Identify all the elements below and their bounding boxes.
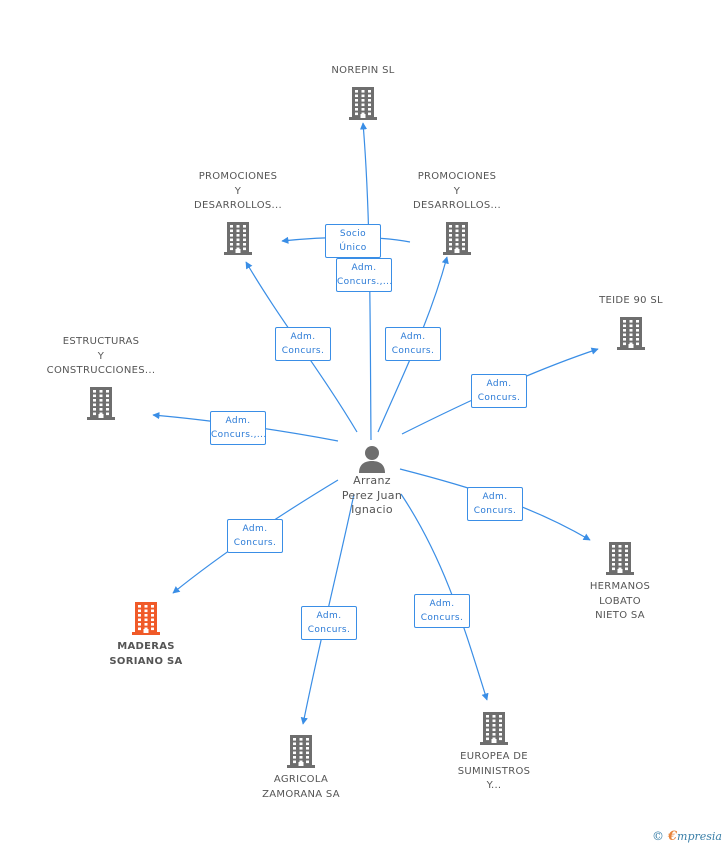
center-name-line: Ignacio bbox=[351, 503, 393, 516]
relation-label-estructuras[interactable]: Adm. Concurs.,... bbox=[210, 411, 266, 445]
building-icon bbox=[132, 602, 160, 635]
company-name-line: Y bbox=[234, 185, 242, 197]
company-node-maderas[interactable]: MADERAS SORIANO SA bbox=[81, 600, 211, 669]
company-name: TEIDE 90 SL bbox=[566, 294, 696, 309]
relation-label-norepin[interactable]: Adm. Concurs.,... bbox=[336, 258, 392, 292]
company-name-line: DESARROLLOS... bbox=[413, 200, 501, 211]
company-name: ESTRUCTURAS Y CONSTRUCCIONES... bbox=[36, 335, 166, 379]
company-name-line: PROMOCIONES bbox=[198, 171, 278, 182]
building-icon bbox=[480, 712, 508, 745]
relation-label-line: Concurs. bbox=[477, 393, 521, 403]
relation-label-europea[interactable]: Adm. Concurs. bbox=[414, 594, 470, 628]
building-icon bbox=[606, 542, 634, 575]
company-name-line: TEIDE 90 SL bbox=[599, 295, 663, 306]
center-name-line: Arranz bbox=[353, 474, 391, 487]
building-icon bbox=[87, 386, 115, 420]
company-name-line: HERMANOS bbox=[589, 581, 651, 592]
company-node-norepin[interactable]: NOREPIN SL bbox=[298, 64, 428, 121]
company-name-line: PROMOCIONES bbox=[417, 171, 497, 182]
relation-label-hermanos[interactable]: Adm. Concurs. bbox=[467, 487, 523, 521]
center-person-name: Arranz Perez Juan Ignacio bbox=[307, 474, 437, 518]
company-name-line: ZAMORANA SA bbox=[262, 788, 340, 800]
center-person[interactable]: Arranz Perez Juan Ignacio bbox=[307, 444, 437, 518]
relation-label-line: Adm. bbox=[486, 379, 512, 389]
company-name-line: NOREPIN SL bbox=[331, 65, 395, 76]
company-name: AGRICOLA ZAMORANA SA bbox=[236, 773, 366, 802]
relation-label-line: Concurs.,... bbox=[211, 430, 267, 440]
company-name: PROMOCIONES Y DESARROLLOS... bbox=[392, 170, 522, 214]
company-name-line: Y bbox=[453, 185, 461, 197]
relation-label-line: Concurs. bbox=[233, 538, 277, 548]
relation-label-line: Adm. bbox=[225, 416, 251, 426]
relation-label-line: Concurs. bbox=[473, 506, 517, 516]
company-name-line: ESTRUCTURAS bbox=[62, 336, 140, 347]
company-node-estructuras[interactable]: ESTRUCTURAS Y CONSTRUCCIONES... bbox=[36, 335, 166, 421]
company-name-line: EUROPEA DE bbox=[460, 751, 528, 762]
relation-label-line: Concurs. bbox=[281, 346, 325, 356]
company-name: PROMOCIONES Y DESARROLLOS... bbox=[173, 170, 303, 214]
relation-label-line: Concurs. bbox=[420, 613, 464, 623]
company-name-line: SORIANO SA bbox=[109, 655, 183, 667]
relation-label-line: Concurs. bbox=[307, 625, 351, 635]
relation-label-line: Adm. bbox=[290, 332, 316, 342]
company-node-promociones-2[interactable]: PROMOCIONES Y DESARROLLOS... bbox=[392, 170, 522, 256]
company-node-promociones-1[interactable]: PROMOCIONES Y DESARROLLOS... bbox=[173, 170, 303, 256]
company-node-teide[interactable]: TEIDE 90 SL bbox=[566, 294, 696, 351]
company-name-line: SUMINISTROS bbox=[457, 765, 531, 777]
company-name-line: LOBATO bbox=[599, 595, 641, 607]
relation-label-line: Adm. bbox=[242, 524, 268, 534]
company-node-europea[interactable]: EUROPEA DE SUMINISTROS Y... bbox=[429, 710, 559, 794]
relation-label-line: Adm. bbox=[400, 332, 426, 342]
copyright-icon: © bbox=[651, 829, 664, 843]
footer-brand[interactable]: ©€mpresia bbox=[652, 829, 722, 844]
building-icon bbox=[443, 221, 471, 255]
company-name: NOREPIN SL bbox=[298, 64, 428, 79]
company-name-line: AGRICOLA bbox=[273, 774, 329, 785]
relation-label-line: Adm. bbox=[482, 492, 508, 502]
relation-label-line: Único bbox=[339, 243, 367, 253]
company-name: MADERAS SORIANO SA bbox=[81, 640, 211, 669]
center-name-line: Perez Juan bbox=[341, 488, 403, 502]
company-name-line: CONSTRUCCIONES... bbox=[46, 365, 156, 376]
building-icon bbox=[349, 86, 377, 120]
building-icon bbox=[287, 735, 315, 768]
company-name-line: Y... bbox=[486, 780, 502, 791]
relation-label-agricola[interactable]: Adm. Concurs. bbox=[301, 606, 357, 640]
relation-label-line: Adm. bbox=[351, 263, 377, 273]
company-name: HERMANOS LOBATO NIETO SA bbox=[555, 580, 685, 624]
relation-label-teide[interactable]: Adm. Concurs. bbox=[471, 374, 527, 408]
building-icon bbox=[224, 221, 252, 255]
edge-arrow-agricola bbox=[300, 493, 355, 725]
relation-label-promociones-2[interactable]: Adm. Concurs. bbox=[385, 327, 441, 361]
company-name-line: DESARROLLOS... bbox=[194, 200, 282, 211]
brand-logo-text: mpresia bbox=[677, 830, 722, 843]
relation-label-promociones-1[interactable]: Adm. Concurs. bbox=[275, 327, 331, 361]
relation-label-line: Concurs. bbox=[391, 346, 435, 356]
brand-logo-initial: € bbox=[667, 829, 678, 844]
company-node-agricola[interactable]: AGRICOLA ZAMORANA SA bbox=[236, 733, 366, 802]
relation-label-line: Adm. bbox=[429, 599, 455, 609]
relation-label-line: Concurs.,... bbox=[337, 277, 393, 287]
company-name-line: Y bbox=[97, 350, 105, 362]
relation-label-line: Socio bbox=[339, 229, 367, 239]
building-icon bbox=[617, 316, 645, 350]
company-name-line: MADERAS bbox=[117, 641, 175, 652]
relation-label-maderas[interactable]: Adm. Concurs. bbox=[227, 519, 283, 553]
company-name: EUROPEA DE SUMINISTROS Y... bbox=[429, 750, 559, 794]
company-name-line: NIETO SA bbox=[595, 610, 645, 621]
person-icon bbox=[359, 446, 385, 473]
company-node-hermanos[interactable]: HERMANOS LOBATO NIETO SA bbox=[555, 540, 685, 624]
relation-label-line: Adm. bbox=[316, 611, 342, 621]
